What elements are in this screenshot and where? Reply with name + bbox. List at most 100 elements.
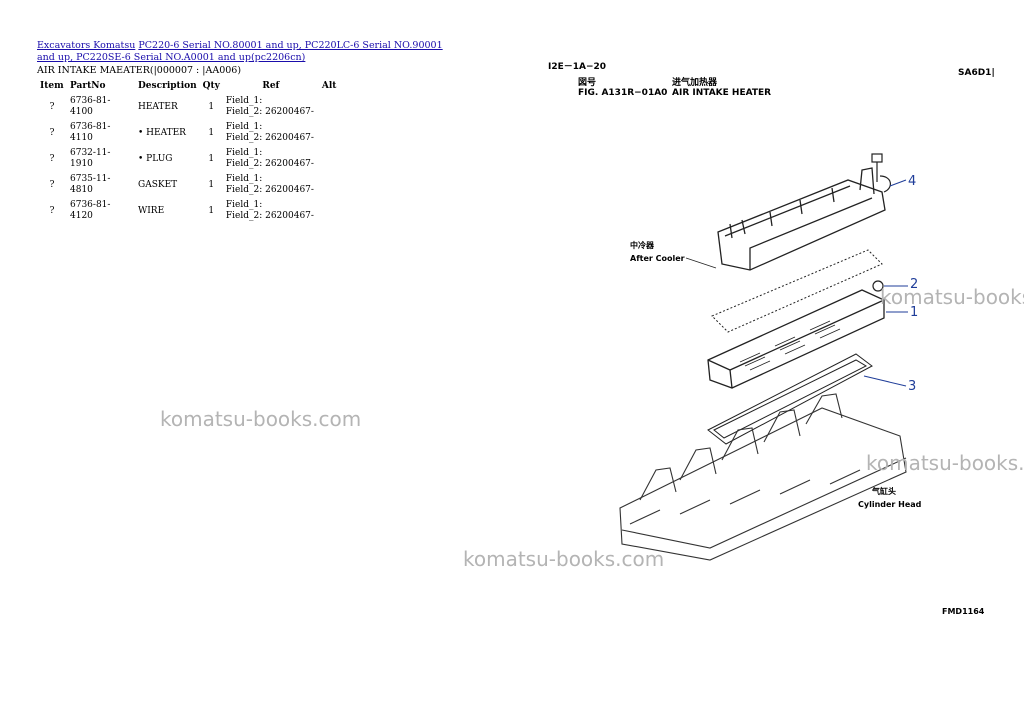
header-alt: Alt [321,81,337,91]
section-title: AIR INTAKE MAEATER(|000007 : |AA006) [37,65,242,76]
watermark: komatsu-books.com [880,285,1024,309]
after-cooler-label-en: After Cooler [630,254,685,263]
ref-field-1: Field_1: [225,96,263,106]
cell-qty: 1 [208,205,215,216]
callout-2-label: 2 [910,277,918,292]
watermark: komatsu-books.com [866,451,1024,475]
figure-footer-code: FMD1164 [942,607,985,616]
cell-qty: 1 [208,127,215,138]
cylinder-head-outline [619,393,907,561]
lower-gasket-outline [707,353,873,445]
header-description: Description [138,81,197,91]
watermark: komatsu-books.com [160,407,362,431]
figure-engine-code: SA6D1| [958,68,995,78]
table-row: ? 6736-81-4110 • HEATER 1 Field_1:Field_… [37,120,345,146]
cell-alt [319,198,345,224]
callout-3-label: 3 [908,379,916,394]
header-qty: Qty [202,81,220,91]
cell-description: GASKET [138,179,178,190]
cell-alt [319,172,345,198]
figure-number: A131R−01A0 [601,88,668,98]
cell-alt [319,146,345,172]
breadcrumb: Excavators Komatsu PC220-6 Serial NO.800… [37,40,457,64]
cell-qty: 1 [208,101,215,112]
cell-partno: 6736-81-4110 [70,122,111,143]
cell-qty: 1 [208,153,215,164]
exploded-parts-drawing: 中冷器 After Cooler 气缸头 Cylinder Head 4 2 1… [619,153,922,561]
cell-partno: 6736-81-4120 [70,200,111,221]
after-cooler-leader [685,257,717,269]
cell-item: ? [49,101,55,112]
ref-field-1: Field_1: [225,174,263,184]
figure-title: AIR INTAKE HEATER [672,88,772,98]
cell-alt [319,94,345,120]
cylinder-head-label-en: Cylinder Head [858,500,922,509]
figure-sheet-line-1: I2E－1 [548,62,580,72]
cell-description: HEATER [138,101,178,112]
ref-field-2: Field_2: 26200467- [225,185,314,195]
ref-field-1: Field_1: [225,148,263,158]
cell-description: • PLUG [138,153,173,164]
header-item: Item [40,81,64,91]
callout-4: 4 [889,174,916,189]
cylinder-head-label: 气缸头 Cylinder Head [858,486,922,509]
heater-elements [739,320,841,371]
header-ref: Ref [262,81,280,91]
cell-ref: Field_1:Field_2: 26200467- [223,172,319,198]
cell-partno: 6736-81-4100 [70,96,111,117]
table-row: ? 6732-11-1910 • PLUG 1 Field_1:Field_2:… [37,146,345,172]
figure-title-block: 进气加热器 AIR INTAKE HEATER [672,78,771,98]
table-header-row: Item PartNo Description Qty Ref Alt [37,78,345,94]
parts-table: Item PartNo Description Qty Ref Alt ? 67… [37,78,345,224]
figure-label: FIG. [578,88,599,98]
bolt-icon [871,153,883,182]
cell-ref: Field_1:Field_2: 26200467- [223,94,319,120]
callout-2: 2 [884,277,918,292]
callout-4-leader [889,179,907,187]
ref-field-2: Field_2: 26200467- [225,159,314,169]
cell-ref: Field_1:Field_2: 26200467- [223,146,319,172]
table-row: ? 6736-81-4100 HEATER 1 Field_1:Field_2:… [37,94,345,120]
ref-field-1: Field_1: [225,200,263,210]
cylinder-head-label-cn: 气缸头 [871,486,896,496]
ref-field-2: Field_2: 26200467- [225,133,314,143]
after-cooler-outline [717,167,886,271]
cell-partno: 6732-11-1910 [70,148,111,169]
cell-partno: 6735-11-4810 [70,174,111,195]
watermark: komatsu-books.com [463,547,665,571]
breadcrumb-link-excavators[interactable]: Excavators Komatsu [37,40,136,51]
table-row: ? 6735-11-4810 GASKET 1 Field_1:Field_2:… [37,172,345,198]
plug-part [872,280,884,292]
figure-title-cn: 进气加热器 [672,78,718,88]
cell-ref: Field_1:Field_2: 26200467- [223,120,319,146]
cell-description: WIRE [138,205,165,216]
cell-item: ? [49,179,55,190]
cell-item: ? [49,127,55,138]
header-partno: PartNo [70,81,106,91]
cell-ref: Field_1:Field_2: 26200467- [223,198,319,224]
ref-field-2: Field_2: 26200467- [225,107,314,117]
callout-3-leader [863,375,907,387]
callout-1-label: 1 [910,305,918,320]
breadcrumb-link-model[interactable]: PC220-6 Serial NO.80001 and up, PC220LC-… [37,40,443,63]
cell-item: ? [49,153,55,164]
table-row: ? 6736-81-4120 WIRE 1 Field_1:Field_2: 2… [37,198,345,224]
cell-item: ? [49,205,55,216]
figure-label-cn: 図号 [578,78,597,88]
cell-alt [319,120,345,146]
cell-description: • HEATER [138,127,186,138]
upper-gasket-outline [711,249,883,333]
heater-part [707,289,885,389]
callout-4-label: 4 [908,174,916,189]
cell-qty: 1 [208,179,215,190]
figure-sheet-number: I2E－1A−20 [548,62,606,72]
ref-field-2: Field_2: 26200467- [225,211,314,221]
figure-number-block: 図号 FIG. A131R−01A0 [578,78,667,98]
callout-3: 3 [863,375,916,394]
after-cooler-label-cn: 中冷器 [630,240,655,250]
wire-part [879,175,891,193]
figure-sheet-line-2: A−20 [579,62,607,72]
after-cooler-label: 中冷器 After Cooler [630,240,717,269]
ref-field-1: Field_1: [225,122,263,132]
callout-1: 1 [886,305,918,320]
